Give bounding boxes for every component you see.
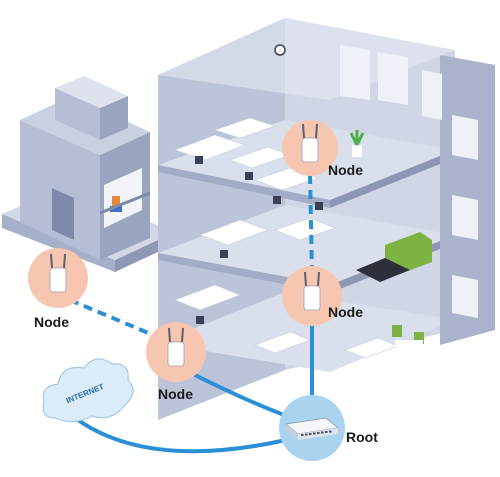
node-bottom-label: Node	[158, 386, 193, 402]
wireless-mesh-node-icon	[167, 327, 185, 367]
node-top[interactable]	[282, 120, 338, 176]
node-left-label: Node	[34, 314, 69, 330]
wireless-mesh-node-icon	[301, 123, 319, 163]
wireless-mesh-node-icon	[49, 253, 67, 293]
root-label: Root	[346, 429, 378, 445]
node-top-label: Node	[328, 162, 363, 178]
small-house	[2, 76, 175, 272]
network-links	[69, 174, 314, 454]
node-left[interactable]	[28, 248, 88, 308]
node-middle-label: Node	[328, 304, 363, 320]
internet-cloud-icon: INTERNET	[42, 358, 134, 423]
node-bottom[interactable]	[146, 322, 206, 382]
wireless-mesh-node-icon	[303, 271, 321, 311]
root-device[interactable]	[279, 395, 345, 461]
node-middle[interactable]	[282, 266, 342, 326]
network-switch-icon	[285, 417, 339, 440]
office-building	[158, 18, 495, 420]
